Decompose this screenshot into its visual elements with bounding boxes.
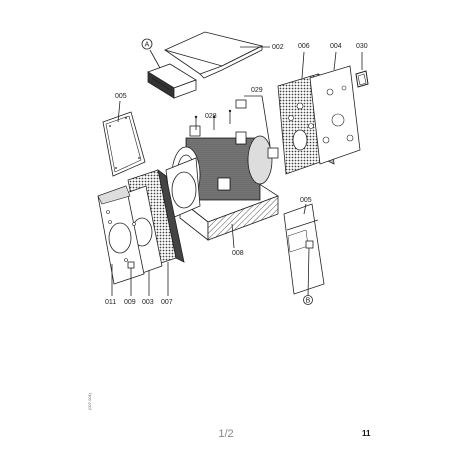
marker-a-label: A: [145, 42, 150, 49]
callout-029: 029: [251, 87, 263, 94]
leader-005-left: [117, 100, 121, 123]
small-part-030: [355, 70, 369, 88]
callout-004: 004: [330, 43, 342, 50]
brackets-029: [235, 95, 279, 159]
leader-marker-b: [307, 247, 310, 297]
mounting-screws-028: [194, 109, 232, 130]
callout-005-right: 005: [300, 197, 312, 204]
gasket-panel-004: [309, 65, 361, 165]
leader-005-right: [303, 203, 307, 215]
leader-marker-a: [149, 49, 161, 69]
marker-b-label: B: [306, 298, 311, 305]
leader-006: [301, 51, 305, 79]
callout-011: 011: [105, 299, 116, 306]
boiler-body: [165, 125, 279, 241]
front-door-assembly: [97, 169, 185, 285]
leader-004: [333, 51, 337, 71]
marker-a-circle: [141, 38, 153, 50]
leader-008: [231, 223, 235, 249]
callout-006: 006: [298, 43, 310, 50]
back-panel-005-left: [102, 111, 146, 177]
page-number: 11: [362, 429, 371, 438]
side-document-code: (007.001): [87, 392, 92, 410]
callout-007: 007: [161, 299, 173, 306]
back-panel-005-right: [283, 203, 325, 295]
callout-028: 028: [205, 113, 217, 120]
control-box: [147, 63, 197, 99]
callout-030: 030: [356, 43, 368, 50]
page-indicator: 1/2: [218, 428, 233, 440]
callout-008: 008: [232, 250, 244, 257]
callout-002: 002: [272, 44, 284, 51]
callout-009: 009: [124, 299, 136, 306]
callout-005-left: 005: [115, 93, 127, 100]
marker-b-circle: [303, 295, 313, 305]
cover-panel-002: [163, 31, 264, 79]
callout-003: 003: [142, 299, 154, 306]
